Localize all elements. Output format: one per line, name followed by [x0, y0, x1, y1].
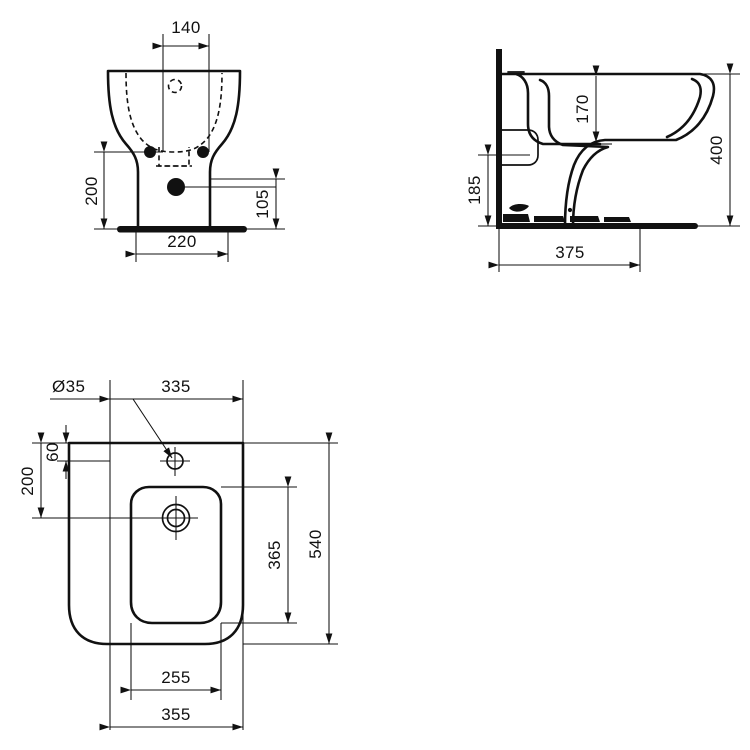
leader-plan-d35: Ø35	[50, 377, 173, 459]
plan-tap-hole	[160, 447, 190, 476]
side-fixing-block-2	[534, 216, 565, 222]
front-elevation-view: 140 200 105 220	[82, 18, 285, 262]
dim-label-plan-d35: Ø35	[52, 377, 85, 396]
dim-label-plan-335: 335	[161, 377, 191, 396]
side-waste-wedge	[509, 203, 529, 212]
dimension-side-400: 400	[707, 63, 734, 226]
side-wall-line	[496, 49, 502, 229]
dimension-side-185: 185	[465, 144, 492, 226]
dim-label-plan-365: 365	[265, 540, 284, 570]
dimension-plan-60: 60	[43, 425, 110, 479]
dimension-front-140: 140	[152, 18, 209, 50]
side-floor-line	[496, 223, 698, 229]
dimension-plan-540: 540	[243, 432, 338, 645]
dimension-front-200: 200	[82, 141, 108, 229]
dim-label-front-105: 105	[253, 189, 272, 219]
dimension-plan-355: 355	[99, 705, 243, 731]
dim-label-plan-540: 540	[306, 529, 325, 559]
dimension-side-170: 170	[573, 65, 600, 142]
side-waste-dot	[567, 207, 573, 213]
side-bidet-outline	[500, 72, 716, 228]
dimension-plan-255: 255	[120, 623, 222, 700]
dim-label-plan-200: 200	[18, 466, 37, 496]
dim-label-side-185: 185	[465, 175, 484, 205]
dim-label-plan-255: 255	[161, 668, 191, 687]
plan-outer-outline	[67, 441, 245, 646]
side-fixing-block-1	[503, 214, 530, 222]
plan-view: Ø35 335 60 200	[18, 377, 338, 731]
dim-label-plan-60: 60	[43, 442, 62, 462]
side-fixing-block-4	[604, 217, 631, 222]
front-bowl-outline	[106, 69, 242, 231]
side-elevation-view: 170 400 185 375	[465, 49, 740, 272]
dim-label-side-170: 170	[573, 94, 592, 124]
dim-label-front-220: 220	[167, 232, 197, 251]
side-fixing-block-3	[570, 216, 600, 222]
dim-label-front-200: 200	[82, 176, 101, 206]
dimension-side-375: 375	[488, 243, 640, 269]
front-taphole-hidden	[167, 78, 183, 94]
dim-label-front-140: 140	[171, 18, 201, 37]
dim-label-plan-355: 355	[161, 705, 191, 724]
front-floor-line	[117, 226, 247, 233]
dimension-plan-335: 335	[99, 377, 244, 443]
dimension-plan-200: 200	[18, 432, 176, 519]
dimension-front-220: 220	[125, 232, 228, 258]
dim-label-side-375: 375	[555, 243, 585, 262]
side-rim-inner	[538, 78, 610, 228]
front-bowl-hidden-outline	[125, 72, 223, 153]
side-ext-lines	[478, 73, 740, 272]
dimension-plan-365: 365	[221, 476, 297, 624]
plan-inner-bowl	[129, 485, 223, 625]
side-rim-tail	[665, 77, 703, 139]
front-fixing-dot-right	[197, 146, 209, 158]
dim-label-side-400: 400	[707, 135, 726, 165]
side-tank-block	[501, 129, 539, 166]
